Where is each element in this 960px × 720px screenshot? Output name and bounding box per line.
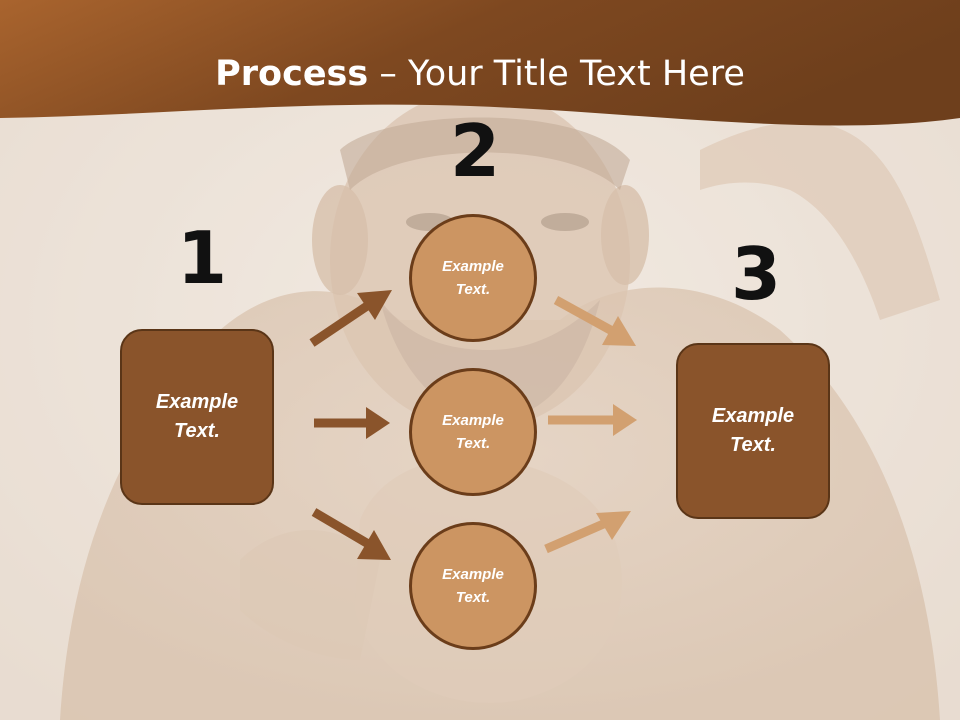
circle-top-line1: Example [442, 258, 504, 275]
box-step-1-line1: Example [155, 391, 239, 413]
arrow-right-up [544, 511, 631, 554]
circle-middle-line2: Text. [455, 435, 491, 452]
step-number-1: 1 [177, 216, 228, 300]
step-number-3: 3 [731, 232, 782, 316]
arrow-right-down [553, 296, 636, 346]
title-rest: – Your Title Text Here [368, 54, 745, 94]
arrow-right-middle [548, 404, 637, 436]
box-step-1-line2: Text. [174, 420, 220, 442]
circle-top-line2: Text. [455, 281, 491, 298]
arrow-left-middle [314, 407, 390, 439]
title-bold: Process [215, 54, 369, 94]
box-step-3-line1: Example [711, 405, 795, 427]
box-step-3-line2: Text. [730, 434, 776, 456]
header-band [0, 0, 960, 126]
circle-bottom-line1: Example [442, 566, 504, 583]
circle-middle-line1: Example [442, 412, 504, 429]
arrow-left-up [309, 290, 392, 347]
slide-title: Process – Your Title Text Here [0, 52, 960, 96]
circle-bottom-line2: Text. [455, 589, 491, 606]
arrow-left-down [311, 508, 391, 560]
step-number-2: 2 [450, 109, 501, 193]
